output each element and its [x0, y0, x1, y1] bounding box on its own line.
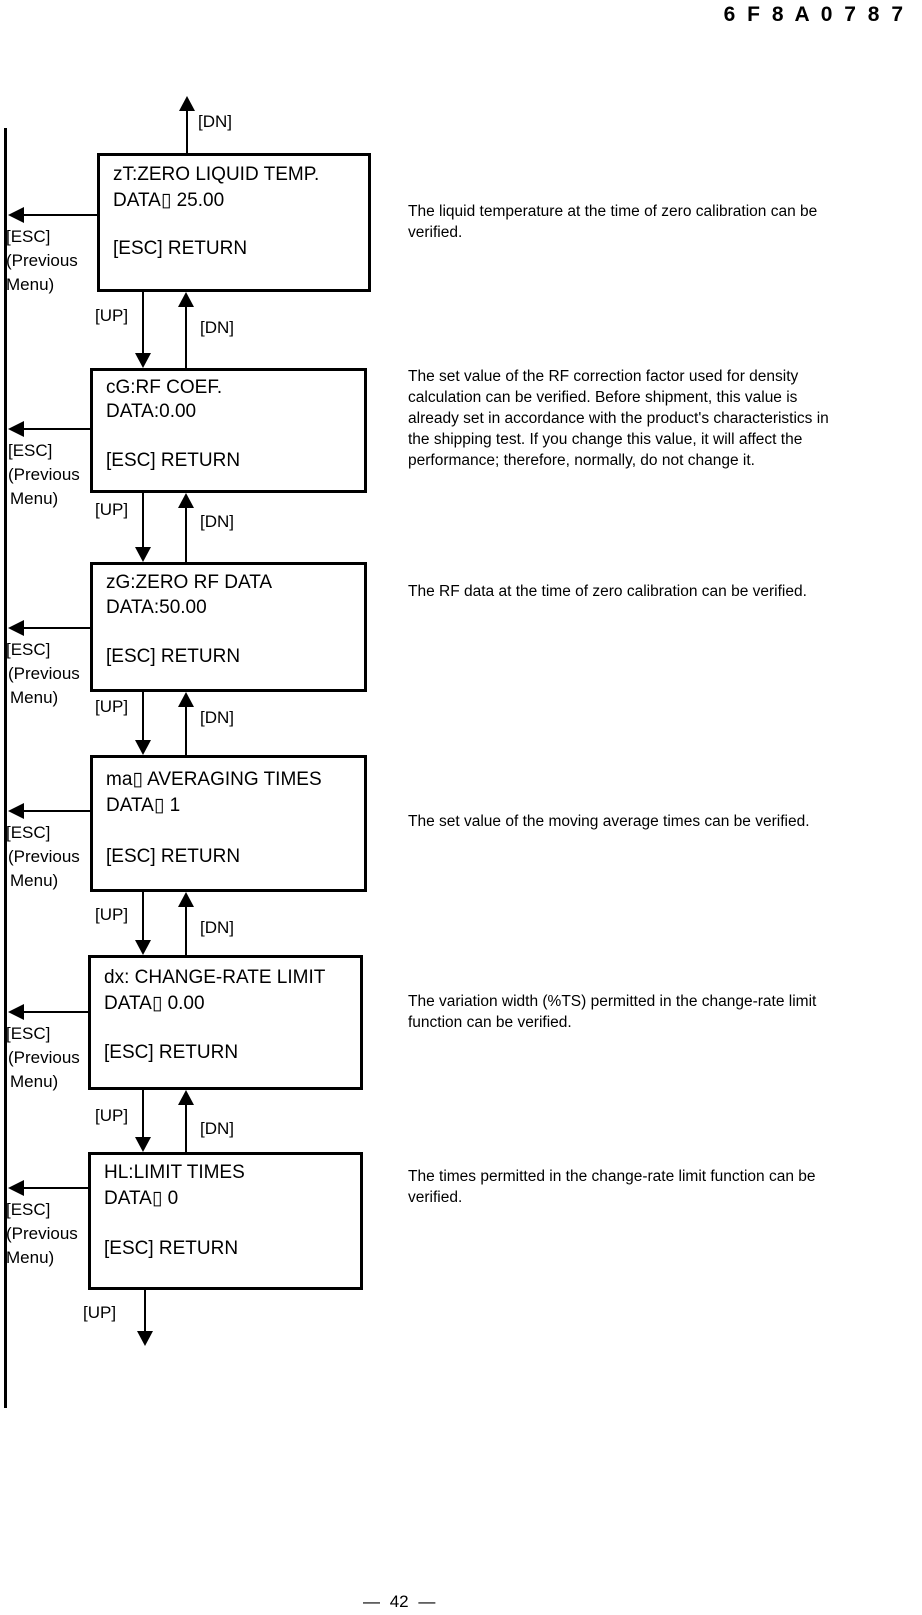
esc-key-label: [ESC]	[8, 441, 53, 460]
arrow-line	[185, 508, 187, 562]
up-key-label: [UP]	[95, 905, 129, 924]
esc-key-label: [ESC]	[6, 1024, 51, 1043]
screen-data-value: DATA▯ 25.00	[113, 190, 225, 211]
screen-description: The times permitted in the change-rate l…	[408, 1168, 816, 1206]
up-arrow-icon	[179, 96, 195, 111]
arrow-line	[23, 214, 97, 216]
left-arrow-icon	[8, 1004, 24, 1020]
screen-title: HL:LIMIT TIMES	[104, 1162, 245, 1183]
arrow-line	[23, 627, 90, 629]
up-key-label: [UP]	[95, 1106, 129, 1125]
arrow-line	[185, 307, 187, 368]
arrow-line	[23, 810, 90, 812]
arrow-line	[23, 1011, 88, 1013]
screen-data-value: DATA▯ 0.00	[104, 993, 205, 1014]
esc-previous-label: (Previous	[6, 251, 78, 270]
up-key-label: [UP]	[95, 500, 129, 519]
left-arrow-icon	[8, 803, 24, 819]
screen-box-dx: dx: CHANGE-RATE LIMIT DATA▯ 0.00 [ESC] R…	[88, 955, 363, 1090]
down-arrow-icon	[137, 1331, 153, 1346]
up-arrow-icon	[178, 892, 194, 907]
screen-description: The set value of the RF correction facto…	[408, 368, 829, 469]
dn-key-label: [DN]	[198, 112, 232, 131]
screen-esc-return: [ESC] RETURN	[106, 846, 241, 867]
screen-box-zg: zG:ZERO RF DATA DATA:50.00 [ESC] RETURN	[90, 562, 367, 692]
screen-description: The set value of the moving average time…	[408, 813, 810, 830]
screen-data-value: DATA:50.00	[106, 597, 207, 618]
arrow-line	[142, 692, 144, 740]
left-arrow-icon	[8, 1180, 24, 1196]
esc-previous-label: (Previous	[8, 1048, 80, 1067]
arrow-line	[186, 110, 188, 153]
screen-description: The liquid temperature at the time of ze…	[408, 203, 818, 241]
down-arrow-icon	[135, 940, 151, 955]
arrow-line	[185, 907, 187, 955]
arrow-line	[185, 707, 187, 755]
screen-esc-return: [ESC] RETURN	[106, 450, 241, 471]
esc-key-label: [ESC]	[6, 227, 51, 246]
down-arrow-icon	[135, 740, 151, 755]
dn-key-label: [DN]	[200, 318, 234, 337]
arrow-line	[142, 292, 144, 353]
screen-description: The RF data at the time of zero calibrat…	[408, 583, 807, 600]
screen-data-value: DATA:0.00	[106, 401, 197, 422]
left-arrow-icon	[8, 207, 24, 223]
screen-box-hl: HL:LIMIT TIMES DATA▯ 0 [ESC] RETURN	[88, 1152, 363, 1290]
screen-data-value: DATA▯ 0	[104, 1188, 179, 1209]
esc-menu-label: Menu)	[6, 1248, 55, 1267]
up-key-label: [UP]	[95, 306, 129, 325]
arrow-line	[23, 1187, 88, 1189]
dn-key-label: [DN]	[200, 708, 234, 727]
arrow-line	[142, 892, 144, 940]
screen-data-value: DATA▯ 1	[106, 795, 181, 816]
screen-description: The variation width (%TS) permitted in t…	[408, 993, 817, 1031]
screen-esc-return: [ESC] RETURN	[106, 646, 241, 667]
esc-menu-label: Menu)	[10, 688, 59, 707]
esc-menu-label: Menu)	[6, 275, 55, 294]
down-arrow-icon	[135, 353, 151, 368]
left-arrow-icon	[8, 421, 24, 437]
esc-previous-label: (Previous	[6, 1224, 78, 1243]
arrow-line	[23, 428, 90, 430]
dn-key-label: [DN]	[200, 1119, 234, 1138]
screen-title: zG:ZERO RF DATA	[106, 572, 273, 593]
up-arrow-icon	[178, 692, 194, 707]
esc-menu-label: Menu)	[10, 871, 59, 890]
screen-esc-return: [ESC] RETURN	[113, 238, 248, 259]
screen-title: ma▯ AVERAGING TIMES	[106, 769, 322, 790]
screen-esc-return: [ESC] RETURN	[104, 1042, 239, 1063]
up-key-label: [UP]	[95, 697, 129, 716]
esc-menu-label: Menu)	[10, 489, 59, 508]
esc-menu-label: Menu)	[10, 1072, 59, 1091]
up-arrow-icon	[178, 493, 194, 508]
screen-esc-return: [ESC] RETURN	[104, 1238, 239, 1259]
esc-previous-label: (Previous	[8, 664, 80, 683]
up-arrow-icon	[178, 1090, 194, 1105]
esc-previous-label: (Previous	[8, 847, 80, 866]
esc-previous-label: (Previous	[8, 465, 80, 484]
arrow-line	[142, 493, 144, 547]
dn-key-label: [DN]	[200, 512, 234, 531]
dn-key-label: [DN]	[200, 918, 234, 937]
esc-key-label: [ESC]	[6, 1200, 51, 1219]
doc-code: 6 F 8 A 0 7 8 7	[723, 3, 906, 26]
page-number: — 42 —	[363, 1592, 436, 1611]
down-arrow-icon	[135, 1137, 151, 1152]
screen-box-ma: ma▯ AVERAGING TIMES DATA▯ 1 [ESC] RETURN	[90, 755, 367, 892]
screen-title: zT:ZERO LIQUID TEMP.	[113, 164, 320, 185]
up-arrow-icon	[178, 292, 194, 307]
arrow-line	[142, 1090, 144, 1137]
left-arrow-icon	[8, 620, 24, 636]
up-key-label: [UP]	[83, 1303, 117, 1322]
arrow-line	[185, 1105, 187, 1152]
esc-key-label: [ESC]	[6, 640, 51, 659]
screen-box-zt: zT:ZERO LIQUID TEMP. DATA▯ 25.00 [ESC] R…	[97, 153, 371, 292]
down-arrow-icon	[135, 547, 151, 562]
screen-title: cG:RF COEF.	[106, 377, 223, 398]
screen-title: dx: CHANGE-RATE LIMIT	[104, 967, 326, 988]
esc-key-label: [ESC]	[6, 823, 51, 842]
arrow-line	[144, 1290, 146, 1331]
previous-menu-rail-line	[4, 128, 7, 1408]
screen-box-cg: cG:RF COEF. DATA:0.00 [ESC] RETURN	[90, 368, 367, 493]
